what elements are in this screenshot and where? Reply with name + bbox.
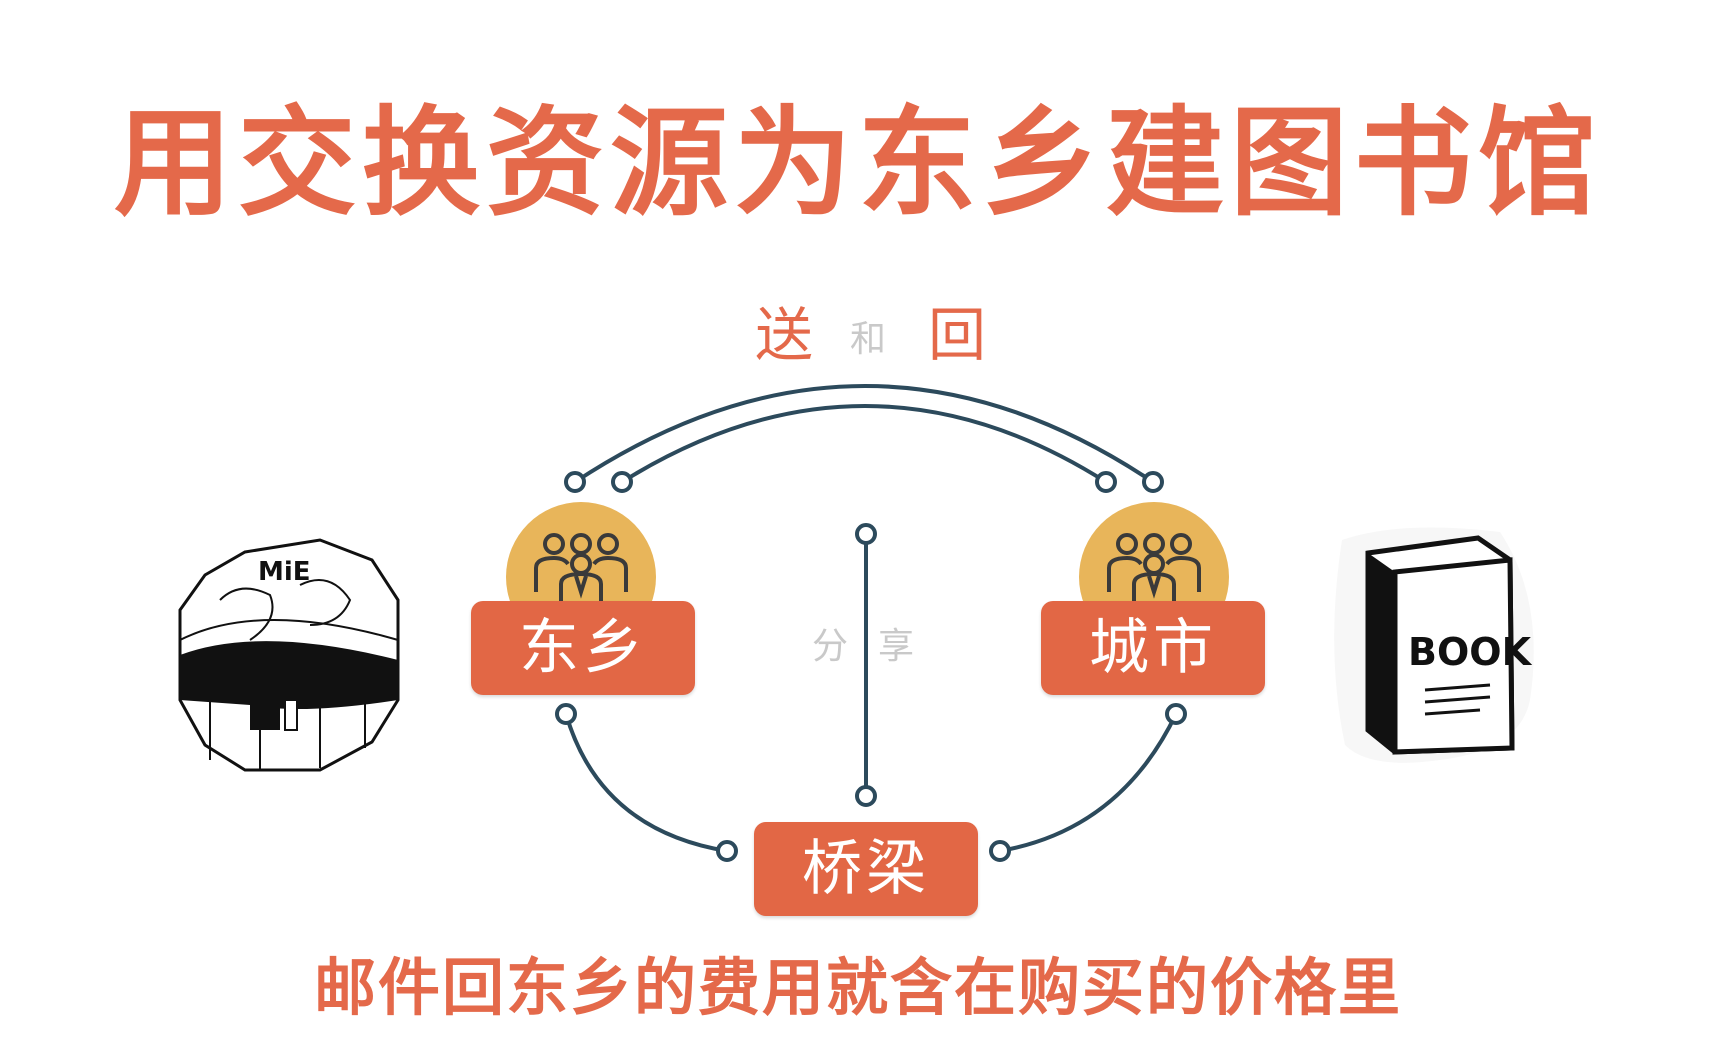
label-and: 和	[850, 319, 887, 360]
endpoint-dot	[716, 840, 738, 862]
people-group-icon	[1107, 533, 1201, 602]
node-city: 城市	[1041, 601, 1265, 695]
label-share-2: 享	[878, 626, 915, 667]
arc-outer	[573, 384, 1155, 484]
endpoint-dot	[1142, 471, 1164, 493]
endpoint-dot	[989, 840, 1011, 862]
endpoint-dot	[1095, 471, 1117, 493]
people-group-icon	[534, 533, 628, 602]
arc-left-bottom	[564, 713, 728, 853]
page-title: 用交换资源为东乡建图书馆	[113, 94, 1602, 232]
footer-caption: 邮件回东乡的费用就含在购买的价格里	[313, 951, 1402, 1024]
book-title-text: BOOK	[1408, 630, 1533, 674]
endpoint-dot	[1165, 703, 1187, 725]
label-send: 送	[755, 301, 814, 369]
endpoint-dot	[564, 471, 586, 493]
arc-right-bottom	[999, 713, 1178, 853]
endpoint-dot	[555, 703, 577, 725]
endpoint-dot	[611, 471, 633, 493]
endpoint-dot	[855, 785, 877, 807]
node-bridge: 桥梁	[754, 822, 978, 916]
label-share-1: 分	[812, 626, 849, 667]
endpoint-dot	[855, 523, 877, 545]
label-return: 回	[928, 301, 987, 369]
box-logo-text: MiE	[258, 557, 311, 587]
node-dongxiang: 东乡	[471, 601, 695, 695]
arc-inner	[620, 404, 1108, 484]
